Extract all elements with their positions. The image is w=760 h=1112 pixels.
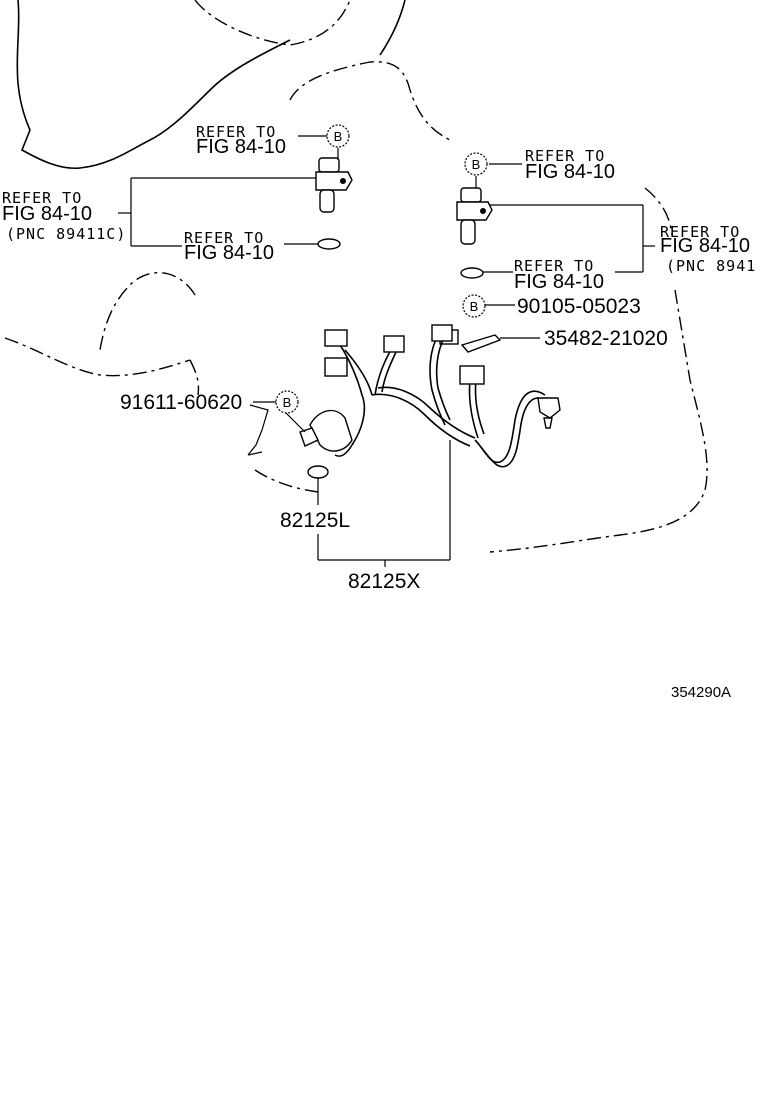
upper-left-sensor [315,157,353,250]
svg-text:REFER TO: REFER TO [184,229,264,247]
svg-text:REFER TO: REFER TO [514,257,594,275]
housing-outline [4,0,708,553]
refer-label-left: REFER TO FIG 84-10 (PNC 89411C) [2,189,126,243]
leader-lines [118,135,655,567]
svg-text:B: B [334,129,343,144]
svg-text:FIG 84-10: FIG 84-10 [514,271,604,293]
refer-label-upper-right: REFER TO FIG 84-10 [525,147,615,183]
callout-b-upper-right: B [464,152,488,176]
wire-harness [299,324,561,479]
svg-text:B: B [470,299,479,314]
refer-label-middle-left: REFER TO FIG 84-10 [184,229,274,264]
callout-b-91611: B [275,390,299,414]
svg-text:FIG 84-10: FIG 84-10 [660,235,750,257]
svg-text:REFER TO: REFER TO [660,223,740,241]
part-number-35482-21020: 35482-21020 [544,327,668,350]
svg-text:FIG 84-10: FIG 84-10 [2,203,92,225]
upper-right-sensor [456,187,493,279]
part-number-90105-05023: 90105-05023 [517,295,641,318]
svg-text:FIG 84-10: FIG 84-10 [196,136,286,158]
svg-text:REFER TO: REFER TO [2,189,82,207]
svg-text:B: B [472,157,481,172]
refer-label-upper-left: REFER TO FIG 84-10 [196,123,286,158]
svg-text:FIG 84-10: FIG 84-10 [525,161,615,183]
svg-text:(PNC 89411C): (PNC 89411C) [6,225,126,243]
part-number-82125x: 82125X [348,570,420,593]
refer-label-right: REFER TO FIG 84-10 (PNC 8941 [660,223,756,275]
svg-text:B: B [283,395,292,410]
svg-text:FIG 84-10: FIG 84-10 [184,242,274,264]
svg-text:REFER TO: REFER TO [196,123,276,141]
svg-text:REFER TO: REFER TO [525,147,605,165]
part-number-82125l: 82125L [280,509,350,532]
callout-b-90105: B [462,294,486,318]
svg-text:(PNC 8941: (PNC 8941 [666,257,756,275]
illustration-code: 354290A [671,684,731,701]
part-number-91611-60620: 91611-60620 [120,391,242,414]
refer-label-middle-right: REFER TO FIG 84-10 [514,257,604,293]
callout-b-upper-left: B [326,124,350,148]
